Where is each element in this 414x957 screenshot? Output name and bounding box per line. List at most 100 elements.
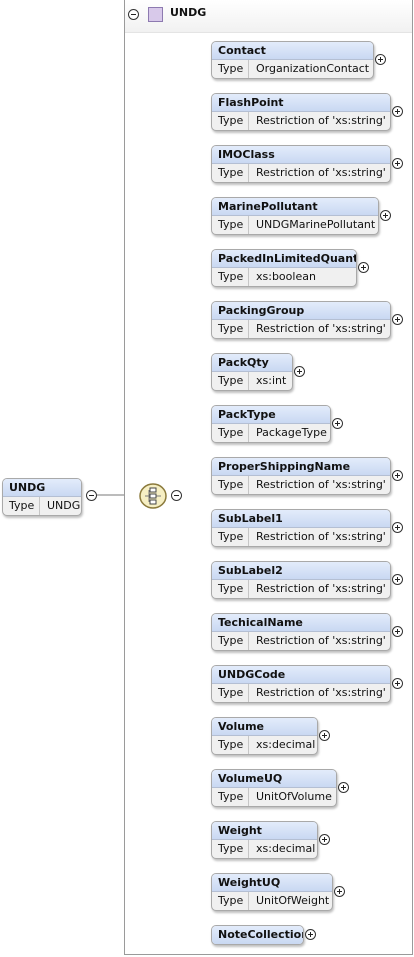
complex-type-header <box>125 0 412 33</box>
element-type-value: xs:int <box>256 374 287 387</box>
element-type-value: UnitOfWeight <box>256 894 330 907</box>
expand-toggle-icon[interactable] <box>334 886 345 897</box>
sequence-compositor-icon[interactable] <box>138 482 168 510</box>
element-type-value: PackageType <box>256 426 327 439</box>
element-name: PackType <box>212 406 330 424</box>
expand-toggle-icon[interactable] <box>358 262 369 273</box>
expand-toggle-icon[interactable] <box>305 929 316 940</box>
element-type-value: xs:decimal <box>256 738 316 751</box>
element-type-label: Type <box>212 424 249 442</box>
root-collapse-toggle-icon[interactable] <box>86 490 97 501</box>
root-element-name: UNDG <box>3 479 81 497</box>
element-type-value: xs:decimal <box>256 842 316 855</box>
collapse-toggle-icon[interactable] <box>128 9 139 20</box>
expand-toggle-icon[interactable] <box>375 54 386 65</box>
element-name: WeightUQ <box>212 874 332 892</box>
element-name: Contact <box>212 42 373 60</box>
element-name: MarinePollutant <box>212 198 378 216</box>
element-type-label: Type <box>212 684 249 702</box>
root-type-value: UNDG <box>47 499 81 512</box>
element-name: UNDGCode <box>212 666 390 684</box>
element-type-value: Restriction of 'xs:string' <box>256 686 386 699</box>
element-name: VolumeUQ <box>212 770 336 788</box>
expand-toggle-icon[interactable] <box>392 314 403 325</box>
expand-toggle-icon[interactable] <box>338 782 349 793</box>
element-type-label: Type <box>212 632 249 650</box>
complex-type-title: UNDG <box>170 6 207 19</box>
element-name: Weight <box>212 822 317 840</box>
expand-toggle-icon[interactable] <box>392 522 403 533</box>
element-type-value: Restriction of 'xs:string' <box>256 166 386 179</box>
element-type-label: Type <box>212 216 249 234</box>
element-type-value: UnitOfVolume <box>256 790 332 803</box>
element-name: PackingGroup <box>212 302 390 320</box>
element-type-label: Type <box>212 476 249 494</box>
element-name: Volume <box>212 718 317 736</box>
element-name: PackedInLimitedQuantity <box>212 250 356 268</box>
element-name: PackQty <box>212 354 292 372</box>
element-type-label: Type <box>212 268 249 286</box>
expand-toggle-icon[interactable] <box>392 106 403 117</box>
element-type-value: Restriction of 'xs:string' <box>256 582 386 595</box>
element-name: SubLabel2 <box>212 562 390 580</box>
expand-toggle-icon[interactable] <box>392 158 403 169</box>
element-type-label: Type <box>212 112 249 130</box>
element-name: TechicalName <box>212 614 390 632</box>
element-type-label: Type <box>212 580 249 598</box>
expand-toggle-icon[interactable] <box>380 210 391 221</box>
element-type-value: Restriction of 'xs:string' <box>256 478 386 491</box>
element-type-label: Type <box>212 788 249 806</box>
element-name: NoteCollection <box>212 926 303 944</box>
sequence-collapse-toggle-icon[interactable] <box>171 490 182 501</box>
root-type-label: Type <box>3 497 40 515</box>
expand-toggle-icon[interactable] <box>319 730 330 741</box>
element-type-label: Type <box>212 528 249 546</box>
element-name: FlashPoint <box>212 94 390 112</box>
element-box-4[interactable]: PackedInLimitedQuantityType xs:boolean <box>211 249 357 287</box>
element-type-value: Restriction of 'xs:string' <box>256 634 386 647</box>
element-type-label: Type <box>212 372 249 390</box>
element-name: IMOClass <box>212 146 390 164</box>
element-box-17[interactable]: NoteCollection <box>211 925 304 945</box>
element-type-label: Type <box>212 60 249 78</box>
element-type-label: Type <box>212 736 249 754</box>
expand-toggle-icon[interactable] <box>392 470 403 481</box>
element-type-value: Restriction of 'xs:string' <box>256 530 386 543</box>
element-type-value: UNDGMarinePollutant <box>256 218 376 231</box>
element-type-label: Type <box>212 892 249 910</box>
element-type-label: Type <box>212 840 249 858</box>
complex-type-icon <box>148 7 163 22</box>
element-type-value: Restriction of 'xs:string' <box>256 114 386 127</box>
expand-toggle-icon[interactable] <box>392 626 403 637</box>
element-type-label: Type <box>212 164 249 182</box>
expand-toggle-icon[interactable] <box>392 678 403 689</box>
element-type-value: xs:boolean <box>256 270 316 283</box>
element-name: SubLabel1 <box>212 510 390 528</box>
expand-toggle-icon[interactable] <box>392 574 403 585</box>
element-type-label: Type <box>212 320 249 338</box>
expand-toggle-icon[interactable] <box>332 418 343 429</box>
expand-toggle-icon[interactable] <box>294 366 305 377</box>
root-element-box[interactable]: UNDG Type UNDG <box>2 478 82 516</box>
expand-toggle-icon[interactable] <box>319 834 330 845</box>
element-type-value: Restriction of 'xs:string' <box>256 322 386 335</box>
element-type-value: OrganizationContact <box>256 62 370 75</box>
element-name: ProperShippingName <box>212 458 390 476</box>
